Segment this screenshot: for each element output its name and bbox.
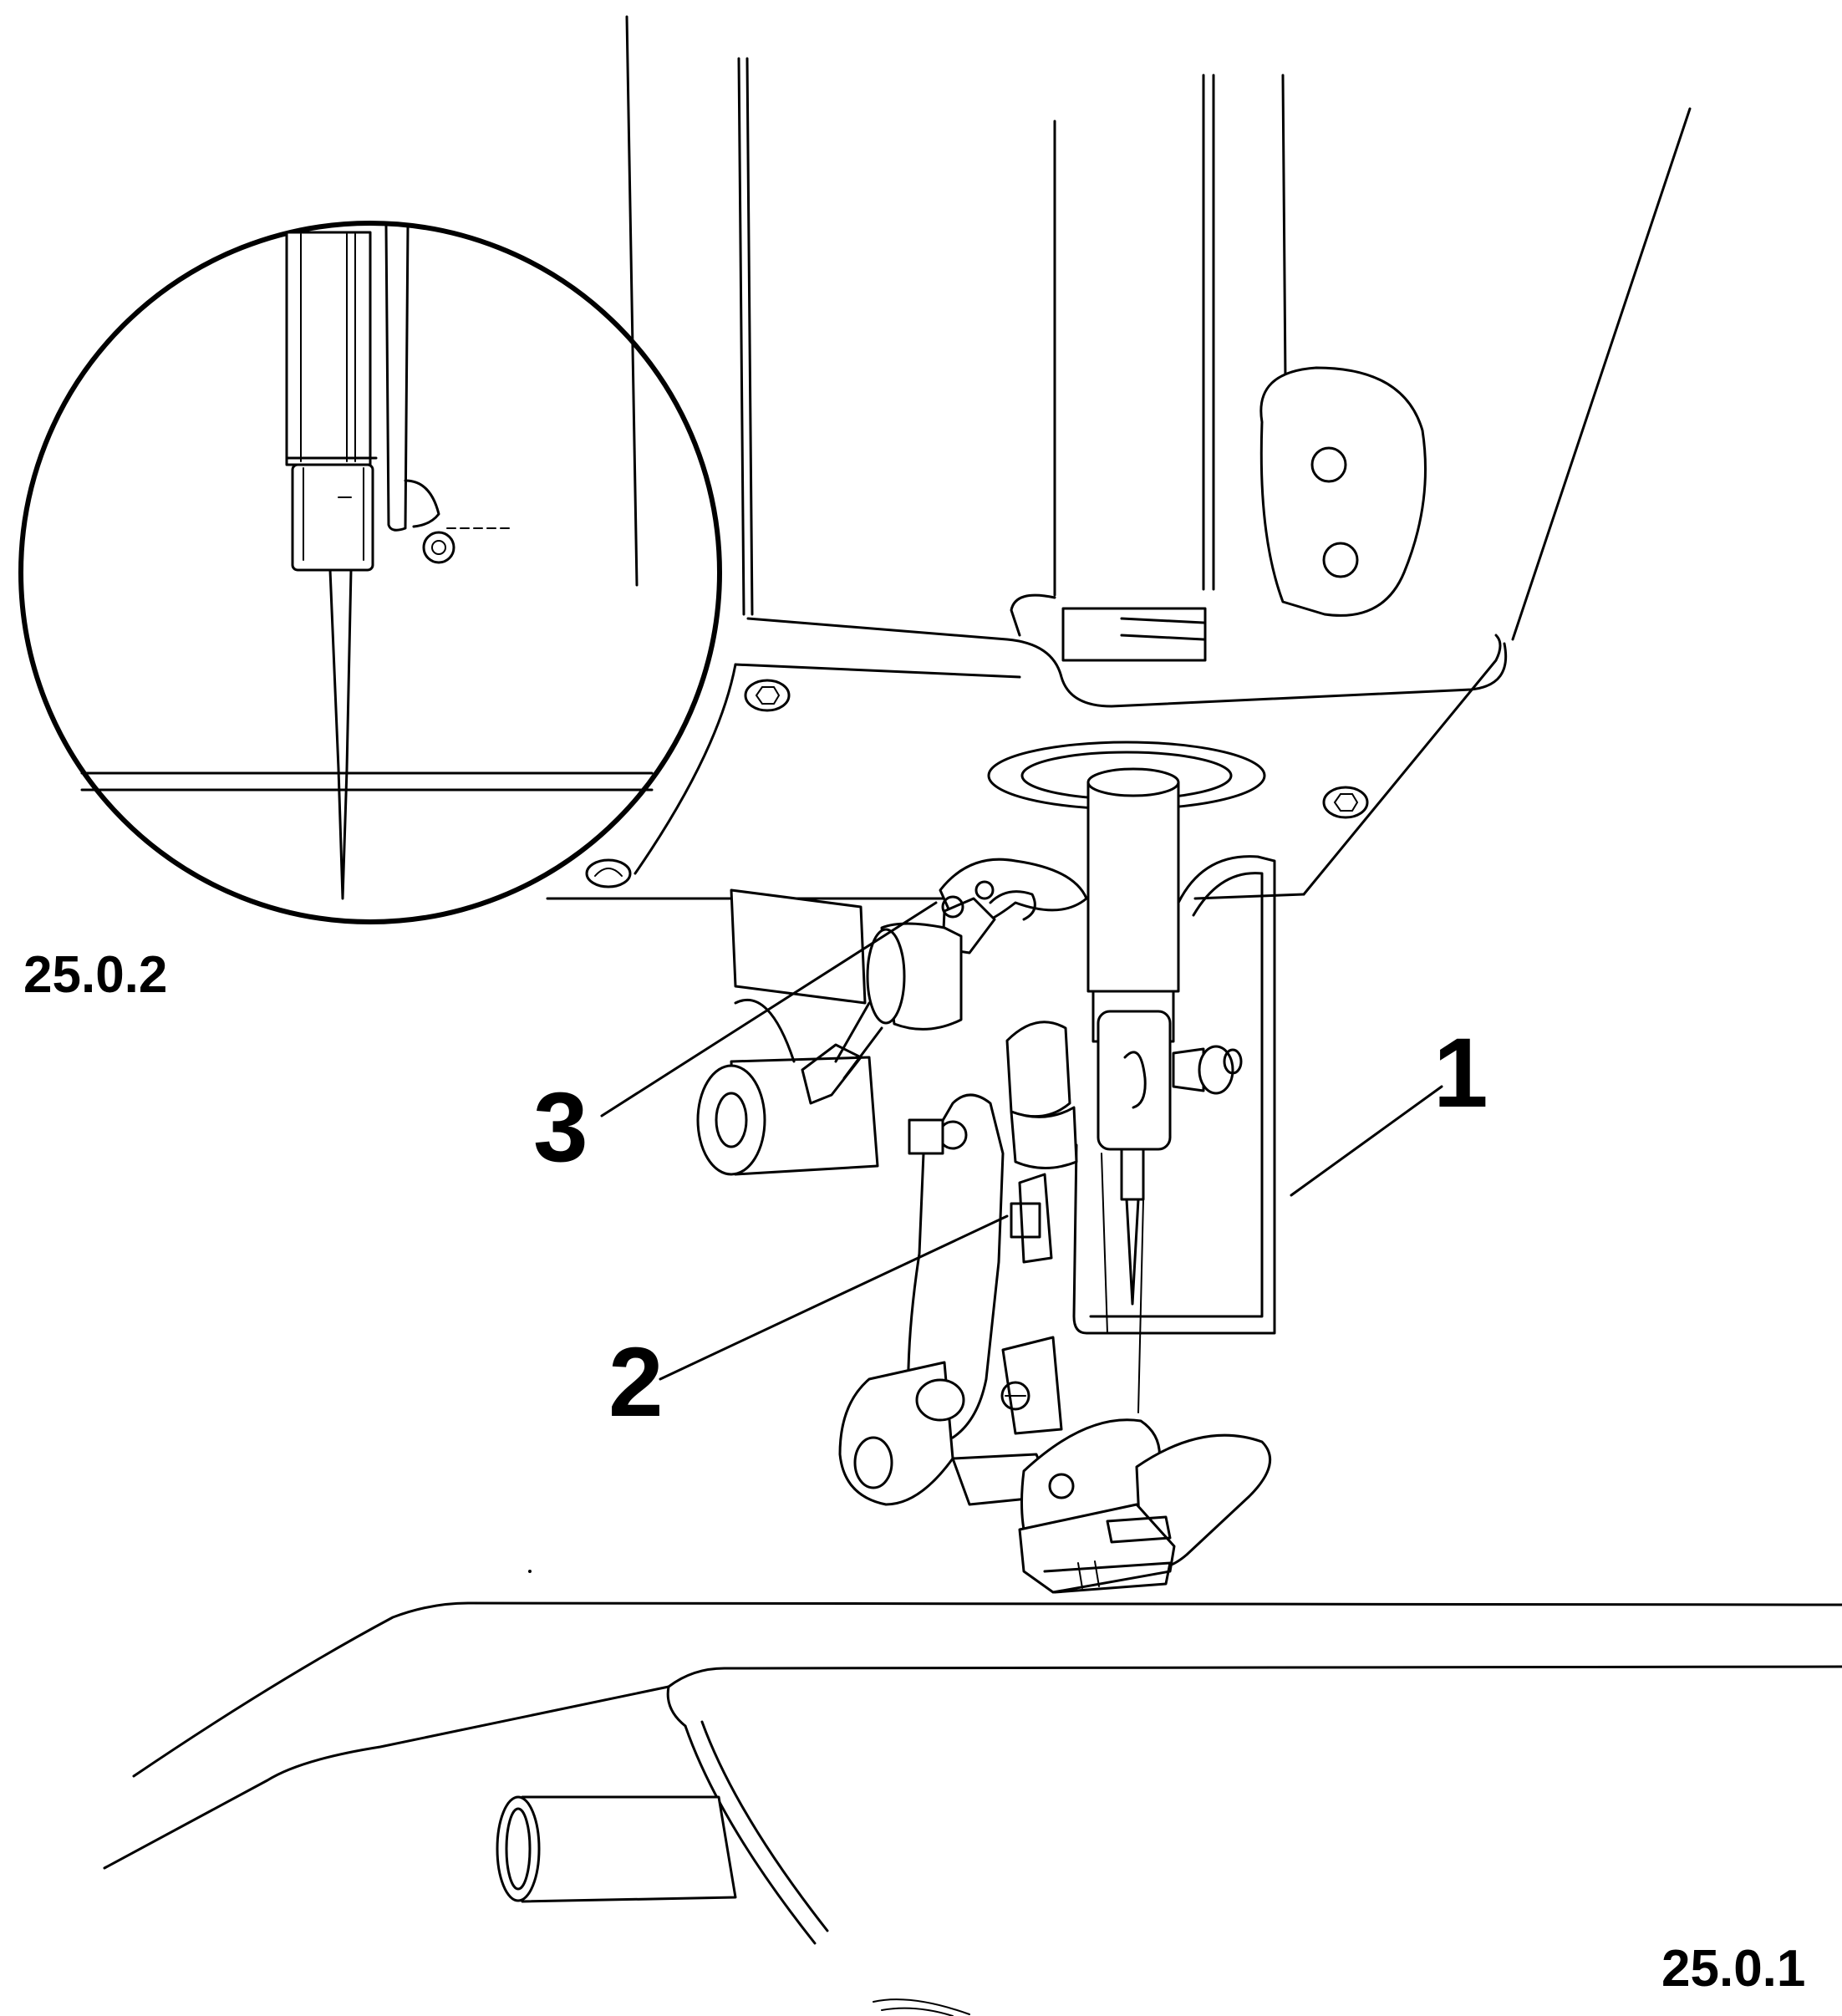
leader-line-1	[1290, 1085, 1443, 1197]
figure-label-detail: 25.0.2	[23, 946, 168, 1004]
callout-3: 3	[533, 1072, 588, 1183]
leader-lines	[600, 901, 1443, 1381]
callout-2: 2	[608, 1327, 664, 1438]
machine-bed	[103, 1570, 1842, 2016]
callout-1: 1	[1433, 1018, 1488, 1128]
leader-line-2	[659, 1214, 1009, 1381]
head-plate	[546, 593, 1508, 900]
figure-label-main: 25.0.1	[1661, 1940, 1806, 1998]
needle-bar-assembly	[696, 741, 1276, 1594]
detail-magnifier	[18, 221, 722, 924]
machine-head	[625, 15, 1692, 641]
leader-line-3	[600, 901, 938, 1117]
